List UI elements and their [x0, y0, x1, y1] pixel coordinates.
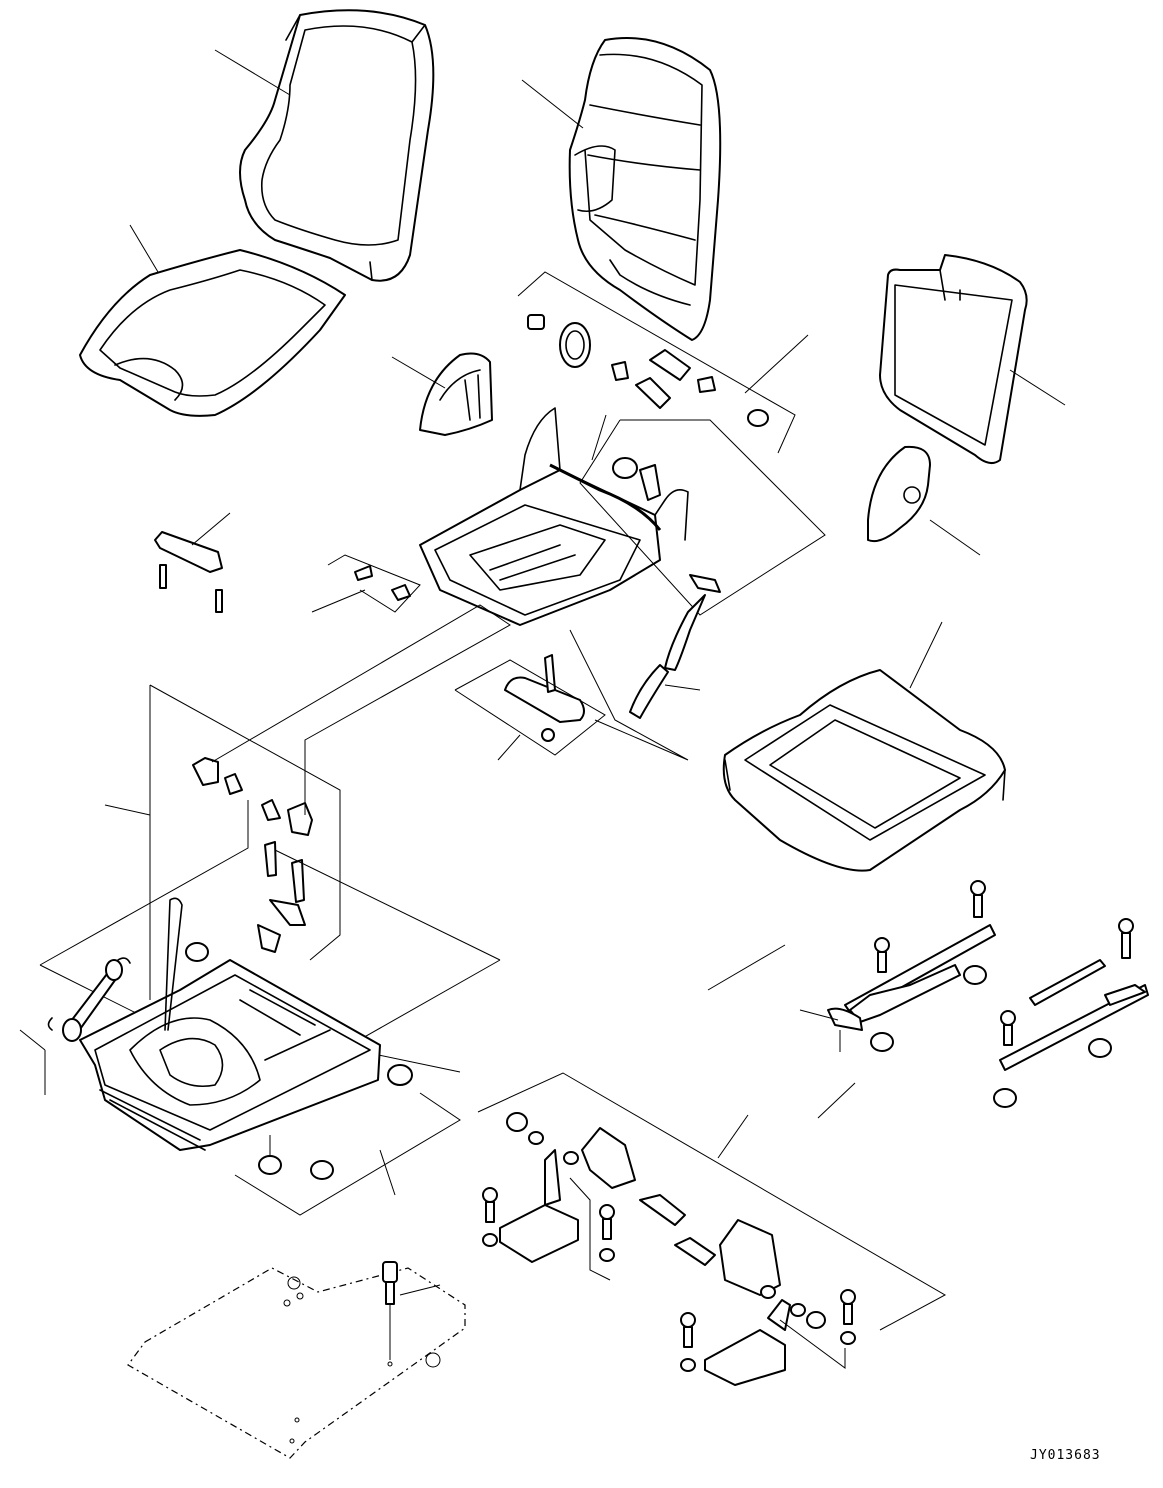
leader-line: [311, 589, 366, 613]
bolt-icon: [870, 880, 1134, 1108]
leader-line: [744, 334, 809, 394]
leader-line: [707, 944, 786, 991]
leader-line: [569, 629, 689, 761]
mounting-plate-icon: [127, 1267, 466, 1459]
rear-cover-panel-icon: [879, 254, 1028, 465]
leader-line: [211, 604, 511, 815]
leader-line: [399, 1284, 441, 1296]
leader-line: [104, 804, 151, 816]
leader-line: [517, 271, 796, 454]
seat-frame-icon: [192, 757, 313, 953]
side-cover-right-icon: [867, 445, 931, 543]
leader-line: [379, 1149, 396, 1196]
shock-absorber-icon: [47, 957, 131, 1042]
leader-line: [454, 659, 606, 756]
leader-line: [591, 414, 607, 461]
leader-line: [1009, 369, 1066, 406]
leader-line: [234, 1092, 461, 1216]
slider-bracket-icon: [504, 654, 585, 742]
leader-line: [327, 554, 421, 613]
leader-line: [477, 1072, 947, 1331]
leader-line: [569, 1177, 611, 1281]
bolt-icon: [527, 314, 769, 593]
leader-line: [929, 519, 981, 556]
leader-line: [817, 1082, 856, 1119]
backrest-frame-icon: [568, 37, 722, 341]
leader-line: [19, 1029, 46, 1051]
drawing-reference-code: JY013683: [1030, 1448, 1101, 1463]
nut-icon: [185, 942, 413, 1180]
leader-line: [909, 621, 943, 689]
leader-line: [129, 224, 159, 273]
leader-line: [497, 734, 521, 761]
seat-belt-assembly-icon: [499, 1127, 791, 1386]
suspension-unit-icon: [79, 897, 381, 1151]
clip-icon: [354, 565, 411, 601]
side-cover-left-icon: [419, 352, 493, 436]
bolt-icon: [382, 1261, 398, 1305]
leader-line: [391, 356, 446, 389]
leader-line: [274, 849, 501, 961]
seat-pan-icon: [722, 669, 1006, 872]
reclining-mechanism-icon: [419, 407, 689, 626]
seat-back-cushion-icon: [239, 9, 435, 282]
leader-line: [214, 49, 291, 96]
slide-rail-assembly-icon: [827, 924, 1149, 1071]
recliner-gear-icon: [559, 322, 591, 368]
leader-line: [664, 684, 701, 691]
leader-line: [799, 1009, 839, 1021]
leader-line: [149, 684, 341, 961]
lever-icon: [629, 594, 706, 719]
leader-line: [191, 512, 231, 546]
leader-line: [579, 419, 826, 616]
bracket-icon: [154, 531, 223, 613]
seat-cushion-icon: [79, 249, 346, 417]
leader-line: [779, 1319, 846, 1369]
leader-line: [39, 800, 249, 966]
leader-line: [521, 79, 584, 129]
bolt-icon: [482, 1112, 856, 1372]
leader-line: [717, 1114, 749, 1159]
